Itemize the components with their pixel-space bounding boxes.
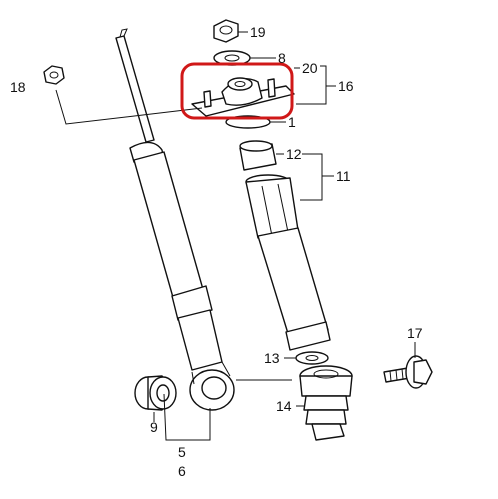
callout-14: 14 — [276, 398, 292, 414]
washer-hole — [224, 54, 240, 62]
callout-11: 11 — [336, 168, 351, 184]
callout-13: 13 — [264, 350, 280, 366]
jounce-rib-1 — [303, 395, 349, 411]
callout-18: 18 — [10, 79, 26, 95]
leader-11 — [300, 153, 334, 201]
boot-ribs — [261, 183, 289, 237]
mount-nut — [43, 65, 65, 85]
top-nut-body — [213, 19, 239, 43]
dust-boot — [245, 174, 331, 351]
mounting-bolt — [383, 355, 433, 389]
jounce-bumper — [299, 365, 353, 441]
bump-stop — [239, 140, 277, 171]
mount-center-hole — [234, 81, 246, 87]
seat-ring — [295, 351, 329, 365]
callout-19: 19 — [250, 24, 266, 40]
leader-5 — [163, 393, 211, 441]
mount-dome-top — [227, 77, 253, 91]
jounce-bore — [313, 369, 339, 379]
callout-12: 12 — [286, 146, 302, 162]
lower-eye-hole — [201, 376, 227, 400]
callout-1: 1 — [288, 114, 296, 130]
callout-5: 5 — [178, 444, 186, 460]
leader-18 — [55, 89, 203, 125]
lower-tube — [177, 309, 223, 371]
callouts: 19 8 20 16 18 1 12 11 17 13 14 9 5 6 — [10, 24, 423, 479]
callout-6: 6 — [178, 463, 186, 479]
rod-tip — [119, 28, 128, 38]
jounce-rib-3 — [311, 423, 345, 441]
top-nut — [213, 19, 239, 43]
bolt-head — [413, 359, 433, 385]
shock-body — [133, 151, 207, 309]
bushing-hole — [156, 384, 170, 402]
callout-16: 16 — [338, 78, 354, 94]
callout-8: 8 — [278, 50, 286, 66]
jounce-rib-2 — [305, 409, 347, 425]
eye-neck — [191, 361, 231, 385]
bolt-threads — [389, 368, 404, 382]
upper-mount — [191, 77, 295, 129]
leader-lines — [55, 31, 416, 441]
mount-stud-right — [267, 78, 276, 98]
boot-body — [257, 227, 329, 341]
shock-absorber — [115, 28, 235, 411]
mount-nut-hole — [49, 71, 59, 79]
mount-stud-left — [203, 90, 212, 108]
boot-lower-ring — [285, 321, 331, 351]
callout-9: 9 — [150, 419, 158, 435]
mount-nut-body — [43, 65, 65, 85]
spring-seat — [295, 351, 329, 365]
callout-17: 17 — [407, 325, 423, 341]
bump-stop-top — [239, 140, 273, 152]
top-nut-hole — [219, 25, 233, 35]
callout-20: 20 — [302, 60, 318, 76]
seat-hole — [305, 355, 319, 361]
bushing — [134, 375, 177, 411]
leader-16 — [296, 65, 336, 105]
highlight-box — [180, 62, 294, 120]
piston-rod — [115, 35, 155, 143]
jounce-head — [299, 375, 353, 397]
